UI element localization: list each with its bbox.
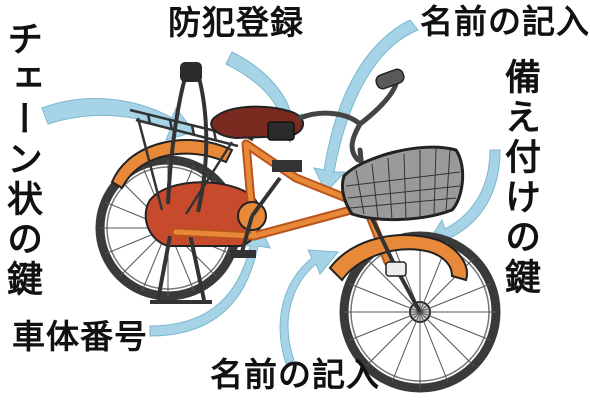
crank-and-pedals	[230, 160, 302, 258]
label-name-entry-top: 名前の記入	[420, 2, 590, 41]
arrow-name-bottom	[279, 249, 340, 365]
rear-fender	[110, 139, 234, 190]
chain-lock	[166, 62, 209, 213]
frame-lock-near-saddle	[267, 121, 295, 141]
front-basket	[340, 145, 465, 222]
arrow-name-top	[313, 19, 419, 193]
label-built-in-lock: 備え付けの鍵	[499, 58, 541, 298]
label-frame-number: 車体番号	[12, 317, 148, 356]
label-crime-prevention-registration: 防犯登録	[168, 3, 304, 42]
wheel-lock	[385, 261, 407, 277]
label-chain-lock: チェーン状の鍵	[1, 20, 43, 300]
front-fork	[364, 205, 422, 313]
label-name-entry-bottom: 名前の記入	[210, 355, 380, 394]
handle-grip	[375, 68, 405, 90]
arrow-chain-lock	[41, 98, 195, 141]
front-fender	[328, 234, 468, 282]
kickstand	[150, 233, 212, 304]
